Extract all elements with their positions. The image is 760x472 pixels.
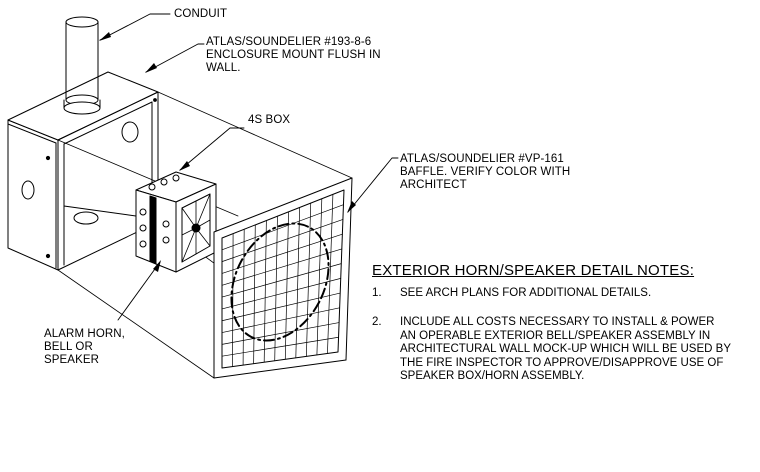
- baffle-label-line: ATLAS/SOUNDELIER #VP-161: [400, 153, 564, 165]
- note-line: ARCHITECTURAL WALL MOCK-UP WHICH WILL BE…: [400, 343, 731, 355]
- enclosure-label-line: WALL.: [206, 62, 241, 74]
- notes-title: EXTERIOR HORN/SPEAKER DETAIL NOTES:: [372, 262, 695, 279]
- note-line: INCLUDE ALL COSTS NECESSARY TO INSTALL &…: [400, 316, 715, 328]
- grille-bar-vertical: [242, 228, 245, 366]
- horn-label-line: BELL OR: [44, 341, 93, 353]
- baffle-label-line: ARCHITECT: [400, 179, 467, 191]
- grille-bar-vertical: [327, 194, 334, 354]
- grille-bar-horizontal: [221, 322, 340, 345]
- note-item: 2. INCLUDE ALL COSTS NECESSARY TO INSTAL…: [372, 316, 758, 388]
- grille-bar-vertical: [316, 198, 323, 356]
- horn-label: ALARM HORN, BELL OR SPEAKER: [44, 328, 125, 367]
- grille-bar-horizontal: [221, 248, 343, 286]
- baffle-label: ATLAS/SOUNDELIER #VP-161 BAFFLE. VERIFY …: [400, 153, 570, 192]
- leader-arrowheads: [99, 32, 356, 272]
- note-line: SEE ARCH PLANS FOR ADDITIONAL DETAILS.: [400, 287, 652, 299]
- enclosure-label-line: ATLAS/SOUNDELIER #193-8-6: [206, 36, 372, 48]
- conduit-label: CONDUIT: [174, 8, 227, 21]
- grille-bar-vertical: [284, 211, 289, 360]
- conduit-label-text: CONDUIT: [174, 8, 228, 20]
- grille-bar-vertical: [263, 220, 267, 363]
- grille-bar-vertical: [232, 233, 234, 367]
- grille-bar-horizontal: [221, 219, 344, 262]
- note-line: THE FIRE INSPECTOR TO APPROVE/DISAPPROVE…: [400, 356, 724, 369]
- grille-bar-horizontal: [221, 278, 342, 310]
- grille-bar-vertical: [295, 207, 300, 359]
- note-number: 1.: [372, 287, 382, 299]
- note-number: 2.: [372, 316, 382, 328]
- grille-bar-horizontal: [221, 204, 344, 251]
- box-label: 4S BOX: [248, 114, 290, 127]
- note-line: SPEAKER BOX/HORN ASSEMBLY.: [400, 370, 585, 382]
- horn-label-line: ALARM HORN,: [44, 328, 125, 340]
- note-text: INCLUDE ALL COSTS NECESSARY TO INSTALL &…: [400, 316, 731, 384]
- grille-bar-vertical: [253, 224, 256, 364]
- enclosure-label-line: ENCLOSURE MOUNT FLUSH IN: [206, 49, 381, 61]
- grille-bar-horizontal: [221, 336, 339, 357]
- four-s-box: [135, 171, 217, 273]
- baffle-label-line: BAFFLE. VERIFY COLOR WITH: [400, 166, 571, 178]
- note-line: AN OPERABLE EXTERIOR BELL/SPEAKER ASSEMB…: [400, 329, 711, 342]
- enclosure-label: ATLAS/SOUNDELIER #193-8-6 ENCLOSURE MOUN…: [206, 36, 381, 75]
- baffle-grille: [213, 177, 353, 379]
- horn-label-line: SPEAKER: [44, 354, 100, 366]
- grille-bar-horizontal: [221, 263, 342, 298]
- note-item: 1. SEE ARCH PLANS FOR ADDITIONAL DETAILS…: [372, 287, 752, 303]
- grille-bar-vertical: [306, 202, 312, 357]
- grille-bar-vertical: [274, 215, 278, 362]
- leader-lines: [99, 13, 399, 321]
- box-label-text: 4S BOX: [248, 114, 291, 126]
- enclosure-box: [7, 71, 159, 271]
- note-text: SEE ARCH PLANS FOR ADDITIONAL DETAILS.: [400, 287, 651, 301]
- conduit-pipe: [63, 16, 101, 115]
